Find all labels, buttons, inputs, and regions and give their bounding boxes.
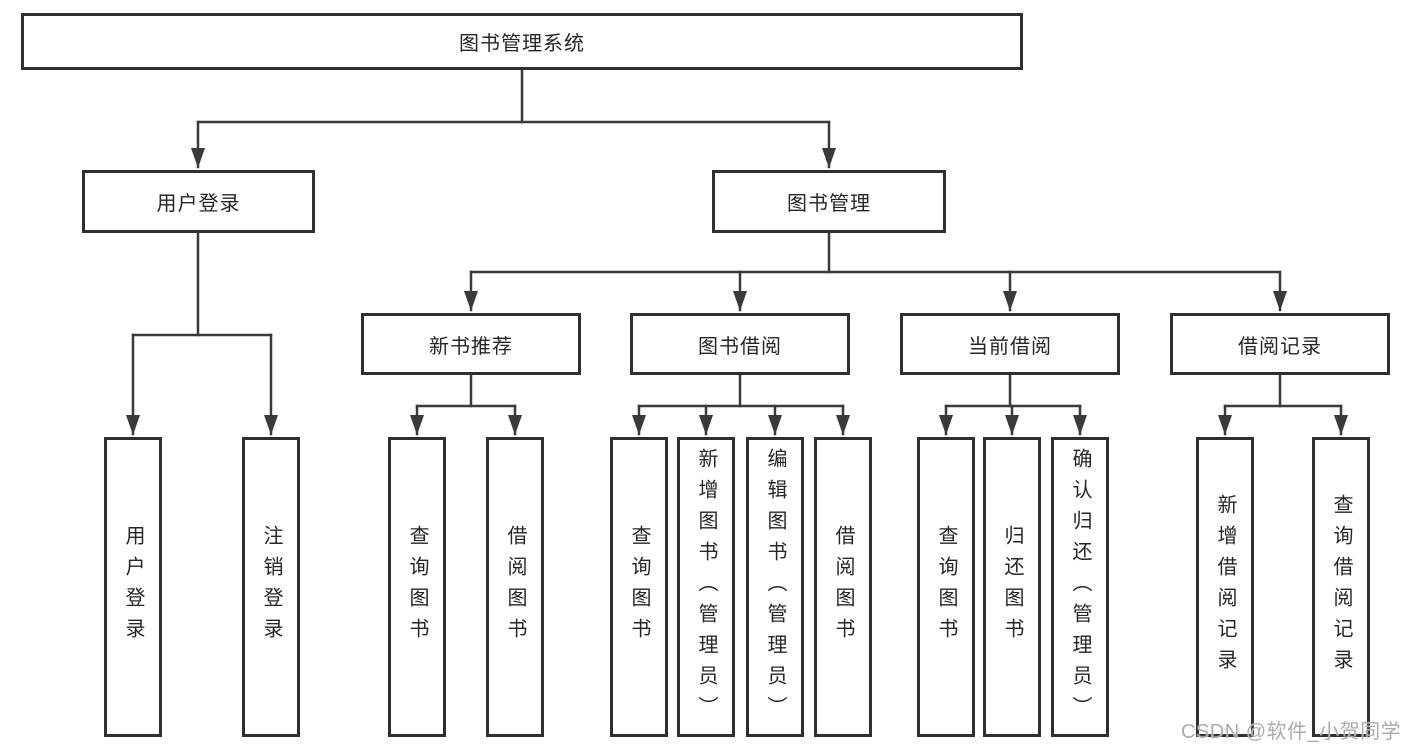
node-current-borrow: 当前借阅 — [900, 313, 1120, 375]
leaf-label: 注销登录 — [260, 525, 282, 649]
root-node-library-system: 图书管理系统 — [21, 13, 1023, 70]
leaf-label: 借阅图书 — [504, 525, 526, 649]
leaf-label: 编辑图书（管理员） — [764, 447, 786, 727]
leaf-label: 新增借阅记录 — [1214, 494, 1236, 680]
leaf-logout: 注销登录 — [242, 437, 300, 737]
leaf-confirm-return-admin: 确认归还（管理员） — [1051, 437, 1109, 737]
node-borrow-records: 借阅记录 — [1170, 313, 1390, 375]
leaf-return-books: 归还图书 — [983, 437, 1041, 737]
node-new-book-recommend: 新书推荐 — [361, 313, 581, 375]
leaf-query-books-borrow: 查询图书 — [610, 437, 668, 737]
leaf-label: 新增图书（管理员） — [695, 447, 717, 727]
leaf-label: 用户登录 — [122, 525, 144, 649]
leaf-add-borrow-record: 新增借阅记录 — [1196, 437, 1254, 737]
leaf-label: 查询图书 — [628, 525, 650, 649]
leaf-user-login: 用户登录 — [104, 437, 162, 737]
leaf-label: 借阅图书 — [832, 525, 854, 649]
leaf-label: 查询图书 — [406, 525, 428, 649]
leaf-borrow-books: 借阅图书 — [814, 437, 872, 737]
leaf-label: 归还图书 — [1001, 525, 1023, 649]
node-user-login: 用户登录 — [82, 170, 315, 233]
leaf-edit-books-admin: 编辑图书（管理员） — [746, 437, 804, 737]
leaf-add-books-admin: 新增图书（管理员） — [677, 437, 735, 737]
node-book-management: 图书管理 — [712, 170, 946, 233]
csdn-watermark: CSDN @软件_小贺同学 — [1181, 721, 1402, 743]
leaf-query-books-recommend: 查询图书 — [388, 437, 446, 737]
leaf-query-books-current: 查询图书 — [917, 437, 975, 737]
leaf-query-borrow-record: 查询借阅记录 — [1312, 437, 1370, 737]
leaf-label: 确认归还（管理员） — [1069, 447, 1091, 727]
leaf-label: 查询借阅记录 — [1330, 494, 1352, 680]
leaf-label: 查询图书 — [935, 525, 957, 649]
node-book-borrow: 图书借阅 — [630, 313, 850, 375]
leaf-borrow-books-recommend: 借阅图书 — [486, 437, 544, 737]
